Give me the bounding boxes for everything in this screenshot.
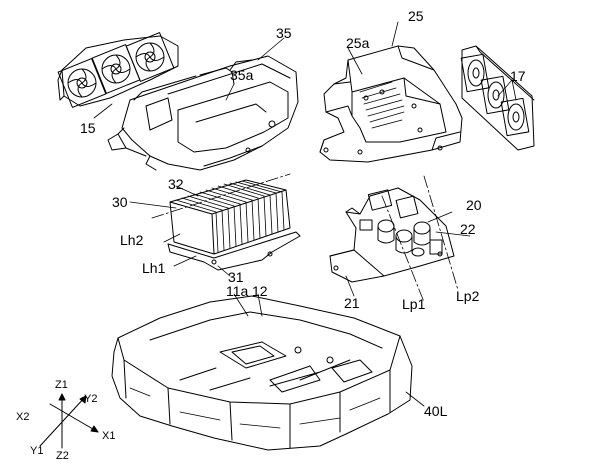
label-lp2: Lp2: [456, 288, 480, 304]
duct-35: [107, 55, 299, 171]
label-lh2: Lh2: [120, 232, 144, 248]
axis-x2: X2: [16, 411, 30, 423]
label-40L: 40L: [424, 403, 448, 419]
fan-array-17: [460, 45, 535, 151]
heatsink-30: [167, 179, 301, 271]
axis-x1: X1: [102, 430, 116, 442]
housing-40L: [111, 295, 413, 451]
label-31: 31: [228, 269, 244, 285]
label-12: 12: [252, 283, 268, 299]
label-32: 32: [168, 176, 184, 192]
label-11a: 11a: [226, 283, 249, 299]
psu-cover-25: [319, 45, 463, 163]
label-25: 25: [408, 8, 424, 24]
leader-lines: [93, 21, 517, 407]
label-35: 35: [276, 25, 292, 41]
label-17: 17: [510, 68, 526, 84]
label-21: 21: [344, 295, 360, 311]
label-25a: 25a: [346, 35, 370, 51]
fan-array-15: [57, 32, 179, 108]
label-30: 30: [112, 194, 128, 210]
label-15: 15: [80, 120, 96, 136]
label-20: 20: [466, 197, 482, 213]
axis-y1: Y1: [30, 445, 44, 457]
label-lh1: Lh1: [142, 260, 166, 276]
label-22: 22: [460, 221, 476, 237]
psu-board-20: [329, 187, 455, 283]
label-35a: 35a: [230, 67, 254, 83]
axis-z1: Z1: [55, 379, 68, 391]
label-lp1: Lp1: [402, 296, 426, 312]
axis-z2: Z2: [56, 450, 69, 462]
axis-indicator: [39, 393, 99, 449]
axis-y2: Y2: [84, 393, 98, 405]
